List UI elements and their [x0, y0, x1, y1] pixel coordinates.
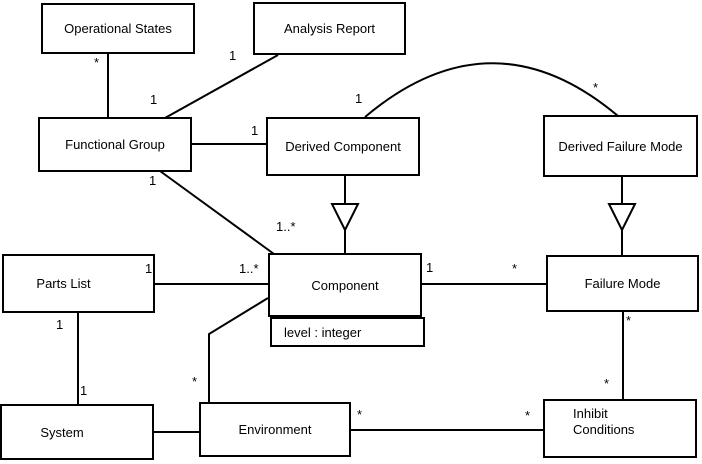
multiplicity-label: 1	[251, 123, 259, 138]
class-name: Analysis Report	[283, 21, 376, 36]
edge-functional-group-analysis-report	[164, 54, 279, 119]
multiplicity-label: *	[525, 408, 531, 423]
class-name: Environment	[238, 422, 312, 437]
class-failure-mode: Failure Mode	[546, 255, 699, 312]
edge-component-environment	[208, 297, 269, 403]
multiplicity-label: 1	[80, 383, 88, 398]
multiplicity-label: 1..*	[239, 261, 259, 276]
multiplicity-label: 1	[355, 91, 363, 106]
multiplicity-label: 1	[150, 92, 158, 107]
generalization-arrowhead-icon	[330, 203, 360, 233]
multiplicity-label: 1	[229, 48, 237, 63]
multiplicity-label: 1	[145, 261, 153, 276]
class-name: Parts List	[36, 276, 91, 291]
class-name: Failure Mode	[584, 276, 661, 291]
class-derived-failure-mode: Derived Failure Mode	[543, 115, 698, 177]
generalization-arrowhead-icon	[607, 203, 637, 233]
multiplicity-label: *	[94, 55, 100, 70]
class-name: System	[40, 424, 84, 440]
multiplicity-label: *	[357, 407, 363, 422]
multiplicity-label: 1..*	[276, 219, 296, 234]
class-name: Derived Failure Mode	[558, 138, 683, 154]
class-system: System	[0, 404, 154, 460]
class-operational-states: Operational States	[41, 3, 195, 54]
multiplicity-label: *	[512, 261, 518, 276]
multiplicity-label: *	[593, 80, 599, 95]
class-analysis-report: Analysis Report	[253, 2, 406, 55]
class-name: Derived Component	[285, 139, 401, 154]
edge-functional-group-component	[159, 170, 275, 255]
class-parts-list: Parts List	[2, 254, 155, 313]
class-name: Operational States	[64, 21, 172, 36]
attribute-label: level : integer	[284, 324, 362, 340]
class-derived-component: Derived Component	[266, 117, 420, 176]
multiplicity-label: *	[626, 313, 632, 328]
multiplicity-label: 1	[426, 260, 434, 275]
multiplicity-label: 1	[56, 317, 64, 332]
class-name: Component	[311, 277, 379, 293]
multiplicity-label: 1	[149, 173, 157, 188]
class-functional-group: Functional Group	[38, 117, 192, 172]
multiplicity-label: *	[604, 376, 610, 391]
multiplicity-label: *	[192, 374, 198, 389]
class-name: Functional Group	[65, 137, 165, 152]
class-name: Inhibit Conditions	[573, 406, 635, 437]
class-environment: Environment	[199, 402, 351, 457]
class-component: Component	[268, 253, 422, 317]
class-inhibit-conditions: Inhibit Conditions	[543, 399, 697, 458]
edge-derived-component-derived-failure-mode	[364, 62, 619, 118]
class-component-attributes: level : integer	[270, 317, 425, 347]
